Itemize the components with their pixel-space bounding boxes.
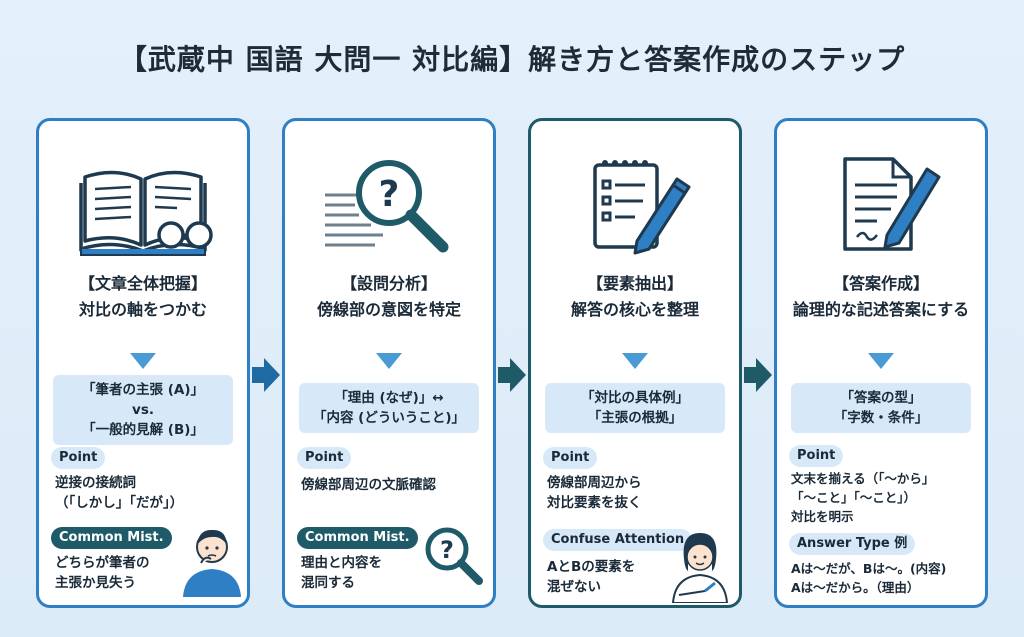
step-heading-line1: 【要素抽出】 <box>586 274 683 293</box>
key-box: 「対比の具体例」 「主張の根拠」 <box>545 383 725 433</box>
point-label: Point <box>51 447 106 469</box>
mistake-label: Common Mist. <box>297 527 418 549</box>
svg-text:?: ? <box>379 174 400 215</box>
down-triangle-icon <box>868 353 894 369</box>
point-label: Point <box>543 447 598 469</box>
step-heading-line1: 【答案作成】 <box>832 274 929 293</box>
mistake-line: 主張か見失う <box>55 575 136 591</box>
mistake-text: AとBの要素を 混ぜない <box>547 557 635 597</box>
down-triangle-icon <box>130 353 156 369</box>
point-text: 傍線部周辺から 対比要素を抜く <box>547 473 642 513</box>
step-heading: 【答案作成】 論理的な記述答案にする <box>777 271 985 323</box>
point-line: 逆接の接続詞 <box>55 475 136 491</box>
next-step-arrow-icon <box>744 358 772 396</box>
point-line: 傍線部周辺から <box>547 475 642 491</box>
step-card-2: ? 【設問分析】 傍線部の意図を特定 「理由 (なぜ)」↔ 「内容 (どういうこ… <box>282 118 496 608</box>
point-line: 傍線部周辺の文脈確認 <box>301 477 436 493</box>
down-triangle-icon <box>376 353 402 369</box>
point-line: 文末を揃える（「〜から」 <box>791 471 935 486</box>
document-pen-icon <box>777 149 985 269</box>
notepad-pencil-icon <box>531 149 739 269</box>
mistake-line: 理由と内容を <box>301 555 382 571</box>
point-text: 逆接の接続詞 （「しかし」「だが」） <box>55 473 183 513</box>
point-line: 対比を明示 <box>791 509 854 524</box>
step-heading-line2: 対比の軸をつかむ <box>78 300 207 319</box>
next-step-arrow-icon <box>252 358 280 396</box>
step-heading-line2: 解答の核心を整理 <box>570 300 699 319</box>
mistake-line: どちらが筆者の <box>55 555 150 571</box>
step-card-4: 【答案作成】 論理的な記述答案にする 「答案の型」 「字数・条件」 Point … <box>774 118 988 608</box>
mistake-line: 混同する <box>301 575 355 591</box>
key-box: 「筆者の主張 (A)」 vs. 「一般的見解 (B)」 <box>53 375 233 445</box>
open-book-glasses-icon <box>39 149 247 269</box>
key-line: 「内容 (どういうこと)」 <box>312 410 466 426</box>
step-heading-line2: 論理的な記述答案にする <box>792 300 970 319</box>
confused-student-icon <box>179 519 245 601</box>
point-label: Point <box>789 445 844 467</box>
key-line: 「一般的見解 (B)」 <box>82 422 204 438</box>
point-text: 文末を揃える（「〜から」 「〜こと」「〜こと」） 対比を明示 <box>791 469 934 526</box>
mistake-line: AとBの要素を <box>547 559 636 575</box>
step-heading-line1: 【文章全体把握】 <box>78 274 207 293</box>
point-label: Point <box>297 447 352 469</box>
key-line: 「対比の具体例」 <box>581 390 689 406</box>
point-line: 対比要素を抜く <box>547 495 642 511</box>
svg-text:?: ? <box>440 536 454 564</box>
page-title: 【武蔵中 国語 大問一 対比編】解き方と答案作成のステップ <box>118 43 906 76</box>
mistake-text: 理由と内容を 混同する <box>301 553 382 593</box>
key-line: 「字数・条件」 <box>833 410 929 426</box>
step-card-1: 【文章全体把握】 対比の軸をつかむ 「筆者の主張 (A)」 vs. 「一般的見解… <box>36 118 250 608</box>
down-triangle-icon <box>622 353 648 369</box>
key-line: 「理由 (なぜ)」↔ <box>334 390 444 406</box>
answer-type-label: Answer Type 例 <box>789 533 916 555</box>
mistake-label: Confuse Attention <box>543 529 693 551</box>
step-heading: 【要素抽出】 解答の核心を整理 <box>531 271 739 323</box>
step-heading: 【設問分析】 傍線部の意図を特定 <box>285 271 493 323</box>
mistake-line: 混ぜない <box>547 579 601 595</box>
magnifier-question-icon: ? <box>419 523 485 593</box>
magnifier-question-icon: ? <box>285 149 493 269</box>
point-line: 「〜こと」「〜こと」） <box>791 490 917 505</box>
next-step-arrow-icon <box>498 358 526 396</box>
step-heading-line1: 【設問分析】 <box>340 274 437 293</box>
key-line: 「筆者の主張 (A)」 <box>82 382 204 398</box>
answer-type-text: Aは〜だが、Bは〜。(内容) Aは〜だから。（理由） <box>791 559 946 597</box>
mistake-text: どちらが筆者の 主張か見失う <box>55 553 150 593</box>
step-heading-line2: 傍線部の意図を特定 <box>316 300 461 319</box>
answer-type-line: Aは〜だが、Bは〜。(内容) <box>791 561 947 576</box>
student-writing-icon <box>665 525 735 607</box>
key-box: 「理由 (なぜ)」↔ 「内容 (どういうこと)」 <box>299 383 479 433</box>
step-heading: 【文章全体把握】 対比の軸をつかむ <box>39 271 247 323</box>
key-line: vs. <box>132 402 154 418</box>
key-line: 「答案の型」 <box>840 390 922 406</box>
key-line: 「主張の根拠」 <box>587 410 683 426</box>
step-card-3: 【要素抽出】 解答の核心を整理 「対比の具体例」 「主張の根拠」 Point 傍… <box>528 118 742 608</box>
key-box: 「答案の型」 「字数・条件」 <box>791 383 971 433</box>
mistake-label: Common Mist. <box>51 527 172 549</box>
point-text: 傍線部周辺の文脈確認 <box>301 475 436 495</box>
answer-type-line: Aは〜だから。（理由） <box>791 580 920 595</box>
point-line: （「しかし」「だが」） <box>55 495 184 511</box>
